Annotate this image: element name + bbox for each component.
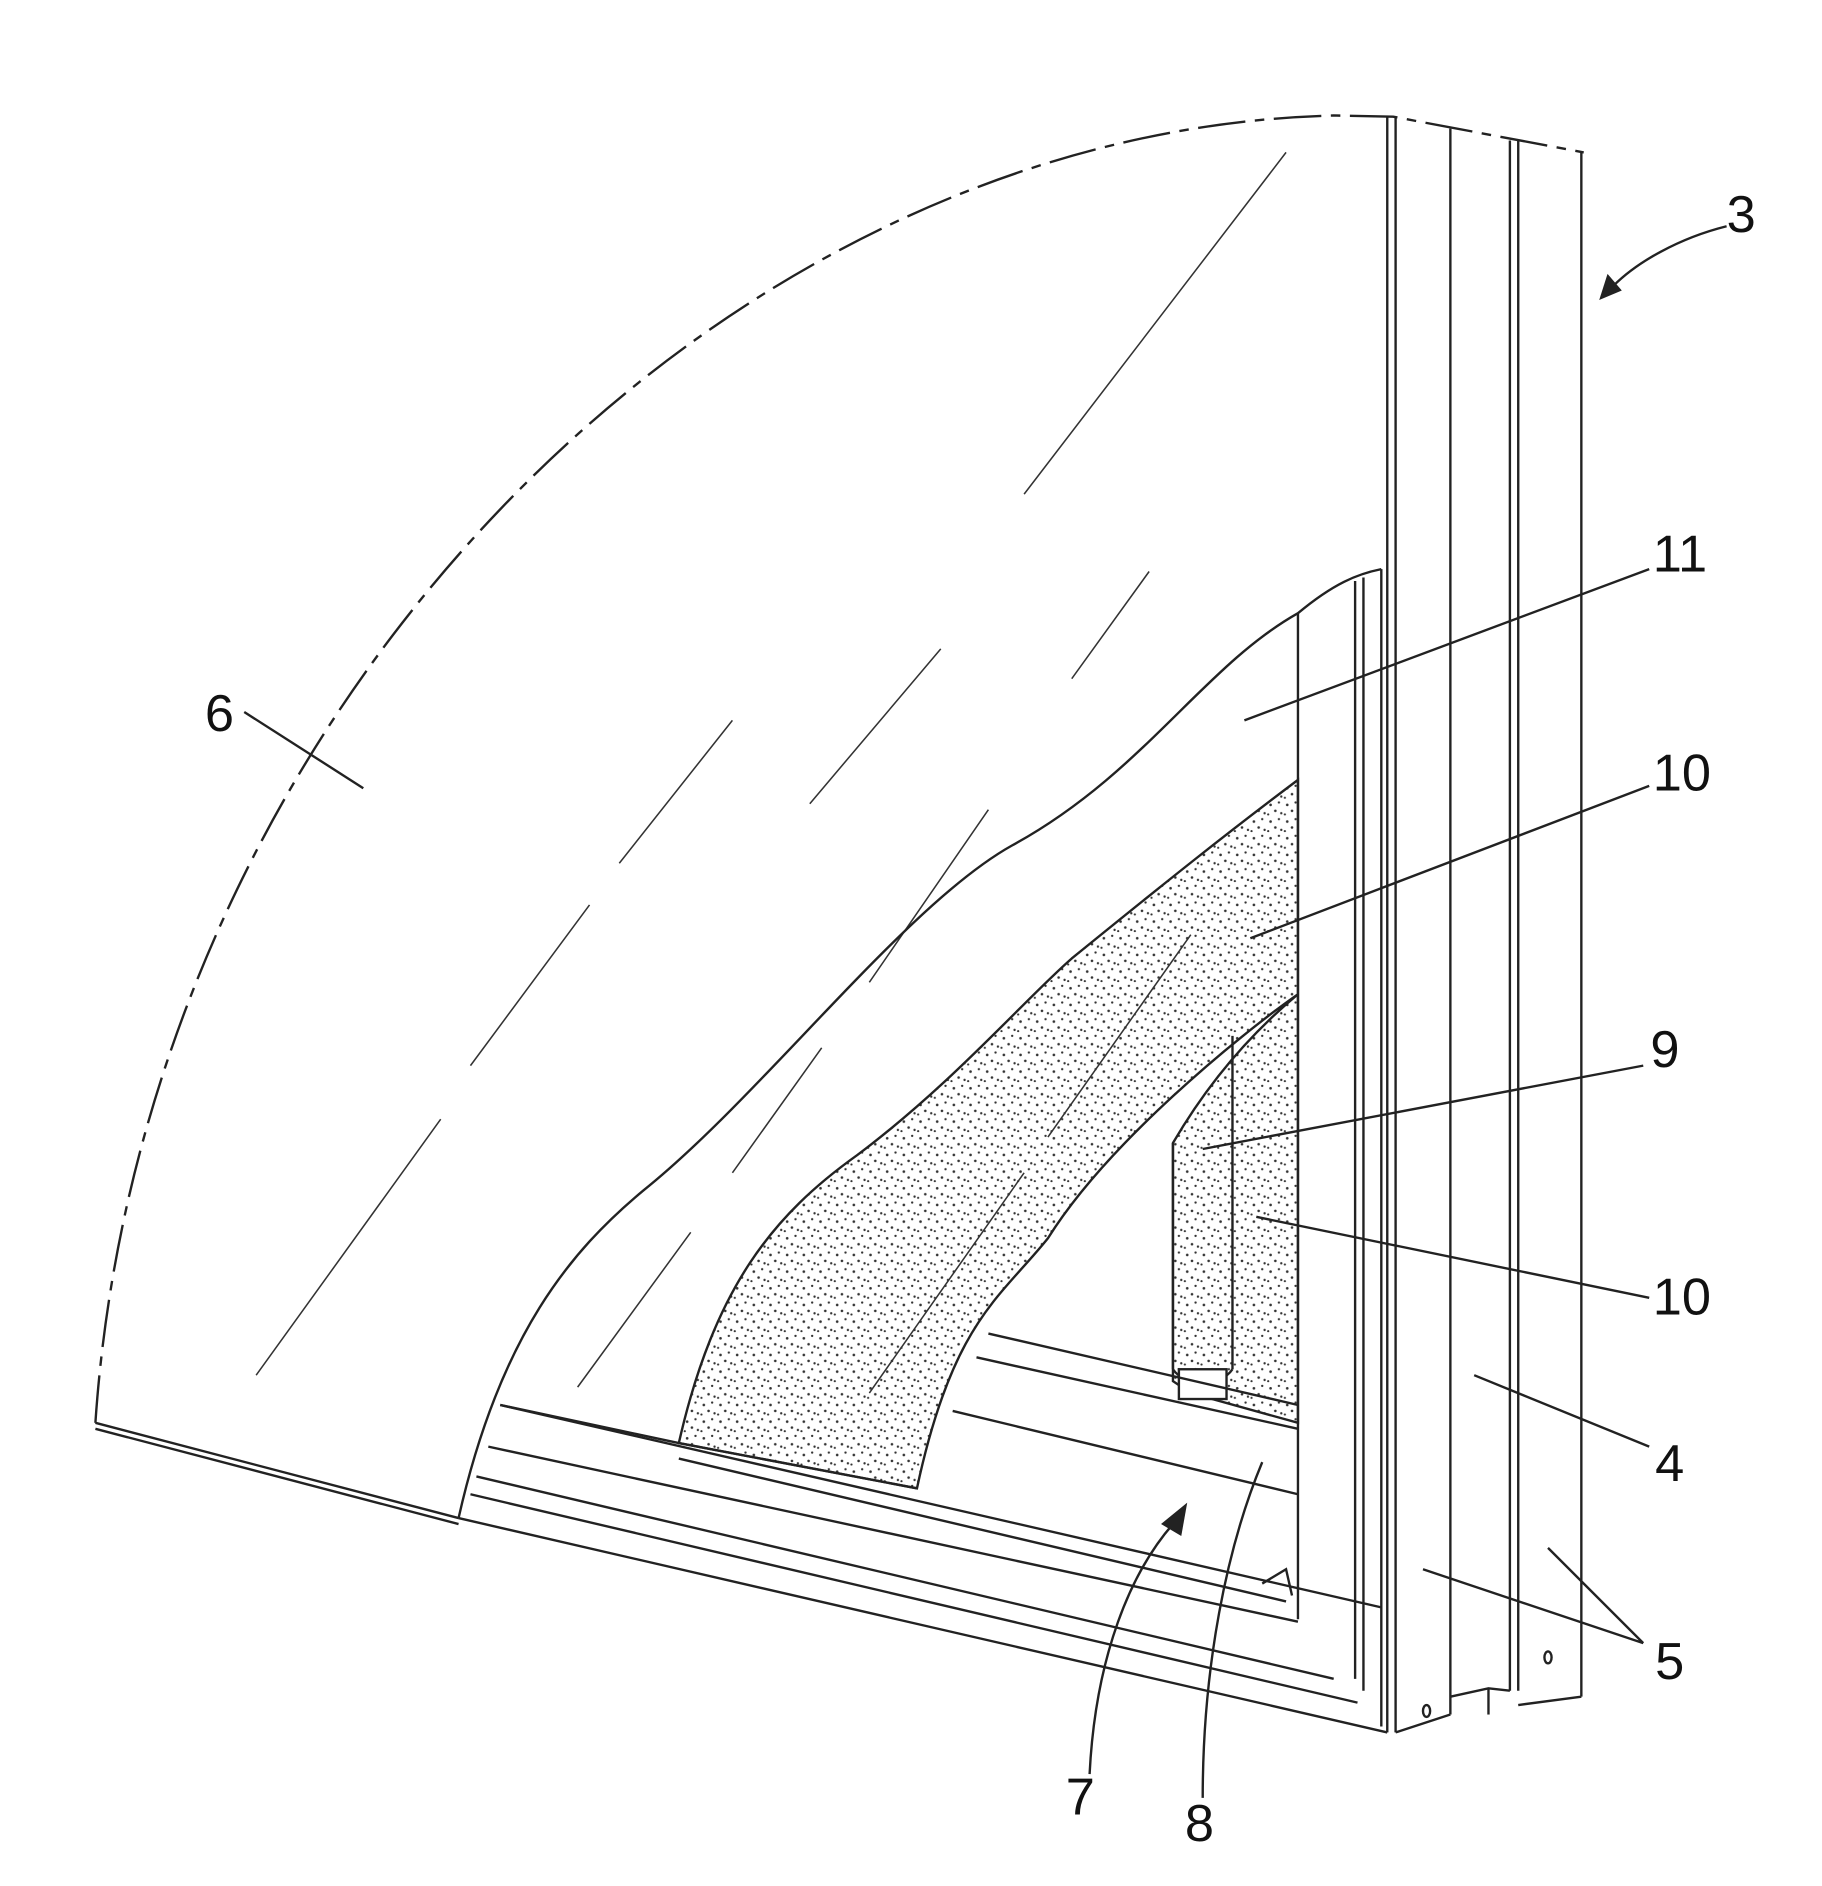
glass-pane-outline bbox=[94, 114, 1584, 1423]
sash-verticals bbox=[1296, 569, 1383, 1727]
label-7: 7 bbox=[1066, 1769, 1095, 1827]
arrowheads bbox=[1161, 273, 1622, 1536]
film-edge bbox=[499, 1403, 680, 1445]
label-8: 8 bbox=[1185, 1795, 1214, 1853]
leader-lines bbox=[243, 225, 1727, 1798]
label-4: 4 bbox=[1655, 1435, 1684, 1493]
glass-reflection-lines bbox=[255, 151, 1287, 1394]
label-6: 6 bbox=[205, 685, 234, 743]
fabric-stippled bbox=[677, 777, 1300, 1490]
label-5: 5 bbox=[1655, 1633, 1684, 1691]
label-9: 9 bbox=[1650, 1021, 1679, 1079]
frame-profile bbox=[1386, 116, 1583, 1734]
label-10-lower: 10 bbox=[1653, 1268, 1711, 1326]
screw-hole bbox=[1421, 1703, 1432, 1719]
glass-bottom-edge bbox=[95, 1421, 459, 1520]
label-10-upper: 10 bbox=[1653, 745, 1711, 803]
glass-bottom-edge-2 bbox=[95, 1427, 459, 1526]
screw-hole bbox=[1543, 1650, 1553, 1665]
label-3: 3 bbox=[1727, 186, 1756, 244]
blind-rails bbox=[678, 1332, 1299, 1603]
outer-film-cutaway bbox=[457, 567, 1382, 1519]
label-11: 11 bbox=[1653, 526, 1707, 584]
